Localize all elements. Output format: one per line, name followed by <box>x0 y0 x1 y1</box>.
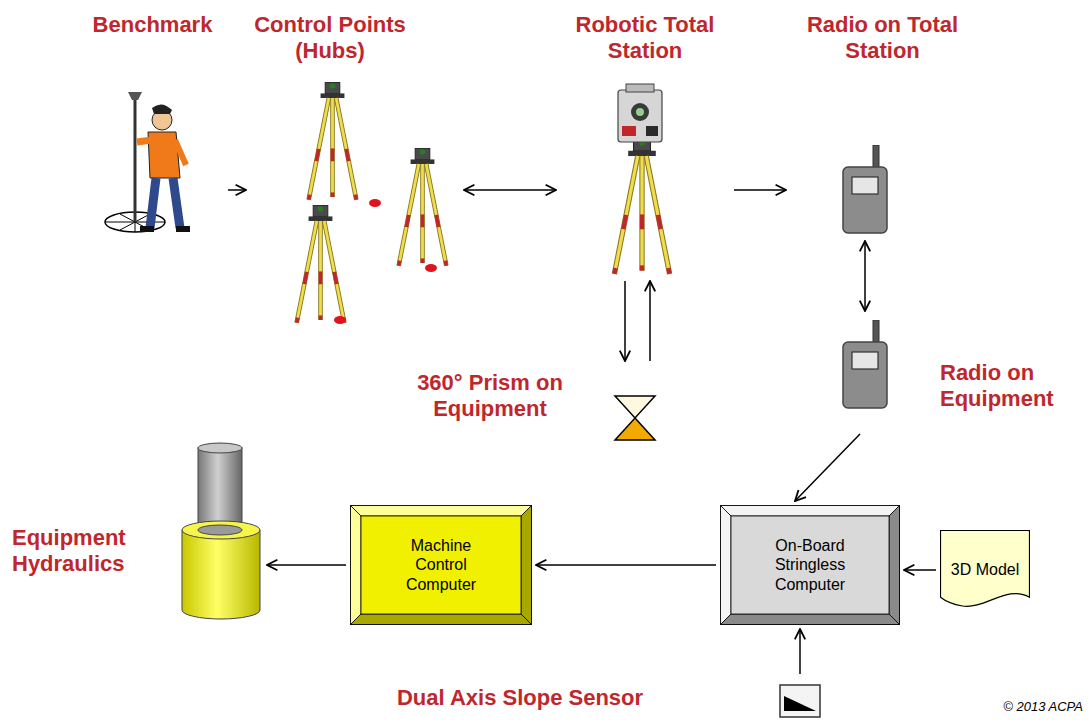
flow-arrow <box>536 564 716 566</box>
flow-arrow <box>864 241 866 311</box>
total-station-node: Robotic Total Station <box>560 12 730 277</box>
control-points-node: Control Points (Hubs) <box>250 12 460 332</box>
document-shape: 3D Model <box>940 530 1030 610</box>
process-box: On-Board Stringless Computer <box>720 505 900 625</box>
copyright-note: © 2013 ACPA <box>1003 699 1083 714</box>
benchmark-node: Benchmark <box>85 12 224 237</box>
hydraulic-cylinder <box>182 443 260 619</box>
flow-arrow <box>624 281 626 361</box>
radio-node: Radio on Equipment <box>835 315 1080 430</box>
hydraulics-node: Equipment Hydraulics <box>8 440 263 625</box>
component-label: Equipment Hydraulics <box>12 525 152 578</box>
box-text: On-Board Stringless Computer <box>755 536 865 594</box>
component-label: Control Points (Hubs) <box>250 12 410 65</box>
surveyor-figure <box>105 92 190 232</box>
component-label: Radio on Total Station <box>805 12 960 65</box>
flow-arrow <box>228 189 246 191</box>
radio-icon <box>843 320 887 408</box>
flow-arrow <box>464 189 556 191</box>
flow-arrow <box>734 189 786 191</box>
control-point-tripods <box>297 82 447 324</box>
box-text: 3D Model <box>950 560 1020 579</box>
prism-icon <box>615 396 655 440</box>
flow-arrow <box>795 434 860 501</box>
sensor-node: Dual Axis Slope Sensor <box>365 678 825 720</box>
box-text: Machine Control Computer <box>386 536 496 594</box>
total-station-figure <box>614 84 669 274</box>
radio-node: Radio on Total Station <box>790 12 975 237</box>
flow-arrow <box>267 564 346 566</box>
component-label: Dual Axis Slope Sensor <box>365 685 675 711</box>
process-box: Machine Control Computer <box>350 505 532 625</box>
component-label: Radio on Equipment <box>940 360 1075 413</box>
flow-arrow <box>799 629 801 674</box>
component-label: 360° Prism on Equipment <box>385 370 595 423</box>
radio-icon <box>843 145 887 233</box>
prism-node: 360° Prism on Equipment <box>385 365 665 445</box>
flow-arrow <box>904 569 936 571</box>
flow-arrow <box>649 281 651 361</box>
component-label: Benchmark <box>85 12 220 38</box>
slope-sensor-icon <box>780 685 820 717</box>
component-label: Robotic Total Station <box>570 12 720 65</box>
